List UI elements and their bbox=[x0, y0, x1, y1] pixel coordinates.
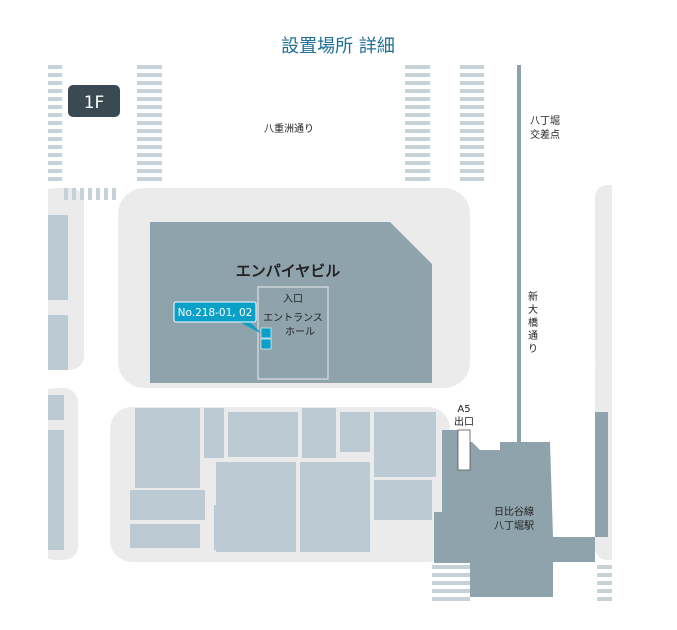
svg-text:り: り bbox=[528, 343, 538, 355]
svg-text:1F: 1F bbox=[84, 93, 105, 113]
station-label-1: 日比谷線 bbox=[494, 505, 534, 518]
subway-line bbox=[517, 65, 521, 455]
svg-text:橋: 橋 bbox=[528, 316, 538, 329]
location-marker[interactable]: No.218-01, 02 bbox=[173, 301, 272, 350]
street-yaesu: 八重洲通り bbox=[264, 122, 314, 135]
exit-label-1: A5 bbox=[457, 404, 470, 415]
svg-text:新: 新 bbox=[528, 290, 538, 303]
page-title: 設置場所 詳細 bbox=[281, 36, 395, 57]
street-shin-ohashi: 新 大 橋 通 り bbox=[528, 290, 538, 355]
exit-a5-marker bbox=[457, 429, 471, 471]
exit-label-2: 出口 bbox=[454, 415, 474, 428]
hall-label-2: ホール bbox=[285, 326, 315, 338]
station bbox=[434, 412, 608, 597]
floor-badge: 1F bbox=[68, 85, 120, 117]
station-label-2: 八丁堀駅 bbox=[494, 520, 534, 532]
neighbor-buildings bbox=[48, 215, 436, 552]
building-name: エンパイヤビル bbox=[236, 262, 341, 280]
entrance-hall-outline bbox=[257, 286, 329, 380]
svg-text:通: 通 bbox=[528, 330, 538, 342]
empire-building bbox=[150, 222, 432, 383]
marker-label: No.218-01, 02 bbox=[178, 307, 253, 319]
intersection-label-1: 八丁堀 bbox=[530, 115, 560, 127]
svg-text:大: 大 bbox=[528, 303, 538, 316]
intersection-label-2: 交差点 bbox=[530, 128, 560, 141]
crosswalks bbox=[48, 65, 612, 601]
hall-label-1: エントランス bbox=[263, 312, 323, 324]
entrance-label: 入口 bbox=[283, 294, 303, 305]
